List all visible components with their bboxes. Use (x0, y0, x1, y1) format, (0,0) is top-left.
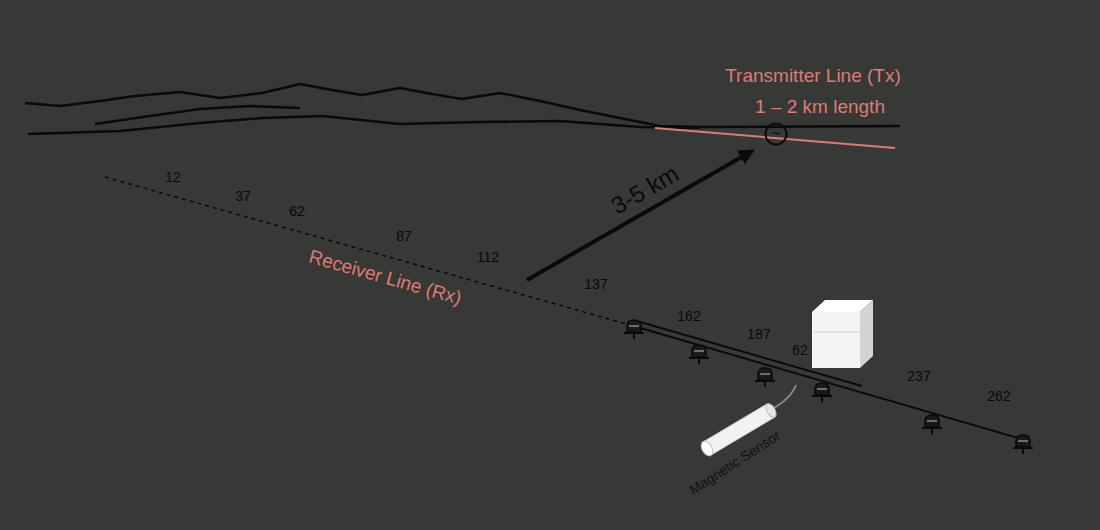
line-length: 1 – 2 km length (755, 97, 885, 118)
station-number: 162 (677, 309, 700, 324)
recorder-box (812, 300, 873, 368)
station-number: 62 (792, 343, 808, 358)
line-title: Transmitter Line (Tx) (725, 66, 901, 87)
distance-arrow (527, 151, 752, 280)
source-symbol: ~ (771, 126, 780, 142)
station-number: 112 (477, 250, 499, 265)
station-number: 87 (396, 229, 412, 244)
receiver-line-dashed (105, 177, 630, 325)
station-number: 262 (987, 389, 1010, 404)
sensor-label: Magnetic Sensor (687, 428, 783, 498)
station-number: 137 (584, 277, 607, 292)
station-number: 237 (907, 369, 930, 384)
source-circle: ~ (764, 122, 788, 146)
station-number: 12 (165, 170, 181, 185)
sensor-cable (770, 385, 796, 410)
station-number: 37 (235, 189, 251, 204)
station-number: 187 (747, 327, 770, 342)
distance-label: 3-5 km (607, 160, 684, 220)
station-number: 62 (289, 204, 305, 219)
line-title: Receiver Line (Rx) (306, 247, 463, 310)
